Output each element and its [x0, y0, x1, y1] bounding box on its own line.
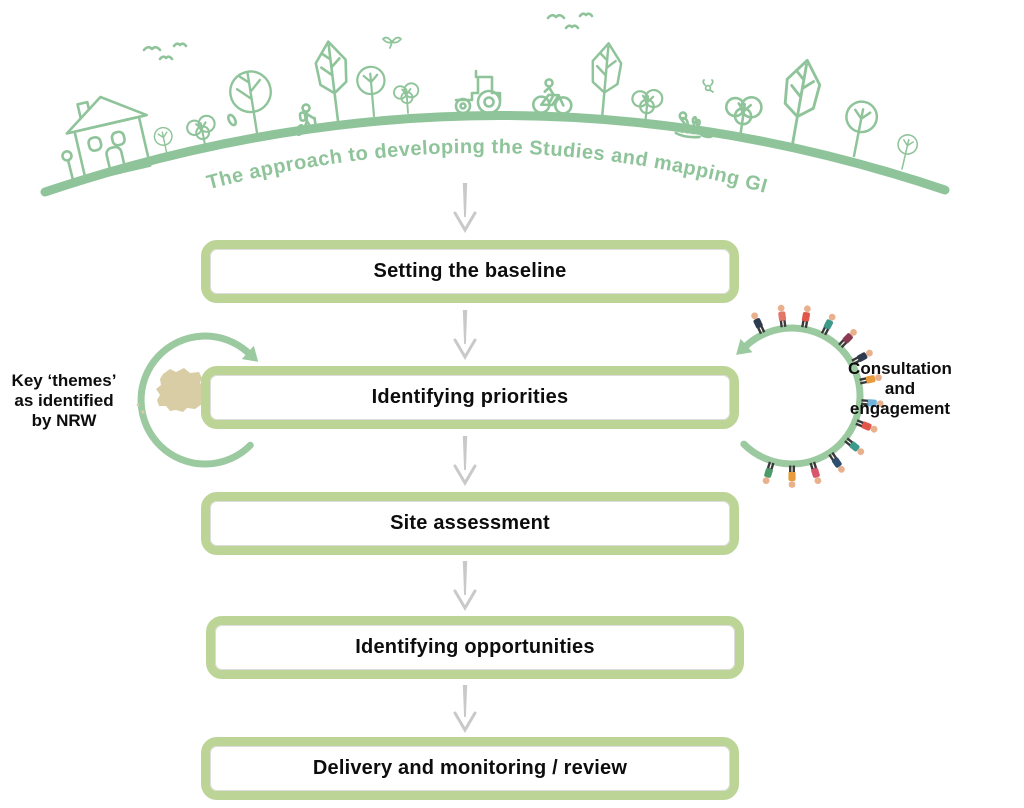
down-arrow-icon: [453, 310, 477, 360]
lamp-post-icon: [61, 150, 76, 186]
person-icon: [788, 465, 796, 488]
person-icon: [828, 451, 845, 473]
tree-icon: [152, 125, 178, 162]
ground-arc-line: [40, 111, 950, 197]
down-arrow-icon: [453, 436, 477, 486]
tree-icon: [226, 67, 280, 144]
hiker-icon: [298, 103, 318, 133]
tree-icon: [891, 132, 920, 172]
tree-icon: [184, 113, 221, 154]
person-icon: [751, 312, 766, 335]
person-icon: [855, 419, 878, 433]
annotation-right-label: Consultation and engagement: [848, 359, 952, 418]
tree-icon: [312, 38, 355, 125]
leaf-icon: [295, 123, 305, 137]
county-map-icon: [136, 368, 206, 414]
person-icon: [762, 461, 775, 485]
butterfly-icon: [382, 36, 402, 49]
person-icon: [820, 313, 836, 336]
person-icon: [809, 461, 822, 485]
person-icon: [777, 304, 787, 328]
tree-icon: [774, 56, 825, 152]
tree-icon: [628, 86, 665, 128]
flow-step-box-delivery-monitoring: Delivery and monitoring / review: [201, 737, 739, 800]
tree-icon: [720, 92, 764, 142]
flow-step-label: Identifying opportunities: [355, 636, 595, 658]
flow-step-box-setting-baseline: Setting the baseline: [201, 240, 739, 303]
flow-step-box-identifying-priorities: Identifying priorities: [201, 366, 739, 429]
house-icon: [65, 95, 152, 182]
leaf-icon: [227, 113, 237, 127]
down-arrow-icon: [453, 685, 477, 733]
person-icon: [838, 328, 857, 349]
tree-icon: [392, 81, 421, 115]
tree-icon: [586, 40, 625, 122]
gardener-icon: [674, 111, 713, 139]
birds-icon: [142, 42, 188, 61]
diagram-title: The approach to developing the Studies a…: [205, 136, 770, 198]
tree-icon: [837, 97, 881, 161]
flow-step-label: Delivery and monitoring / review: [312, 757, 628, 779]
flow-step-box-site-assessment: Site assessment: [201, 492, 739, 555]
person-icon: [844, 437, 865, 456]
tractor-icon: [454, 69, 502, 115]
tree-icon: [355, 64, 389, 119]
flow-step-box-identifying-opportunities: Identifying opportunities: [206, 616, 744, 679]
person-icon: [801, 305, 811, 329]
birds-icon: [546, 12, 594, 30]
flow-step-label: Site assessment: [390, 512, 550, 534]
bee-icon: [702, 79, 714, 93]
down-arrow-icon: [453, 561, 477, 611]
annotation-left-label: Key ‘themes’ as identified by NRW: [11, 371, 117, 430]
flow-step-label: Setting the baseline: [373, 260, 567, 282]
cyclist-icon: [531, 78, 573, 115]
flow-step-label: Identifying priorities: [371, 386, 569, 408]
down-arrow-icon: [453, 183, 477, 233]
